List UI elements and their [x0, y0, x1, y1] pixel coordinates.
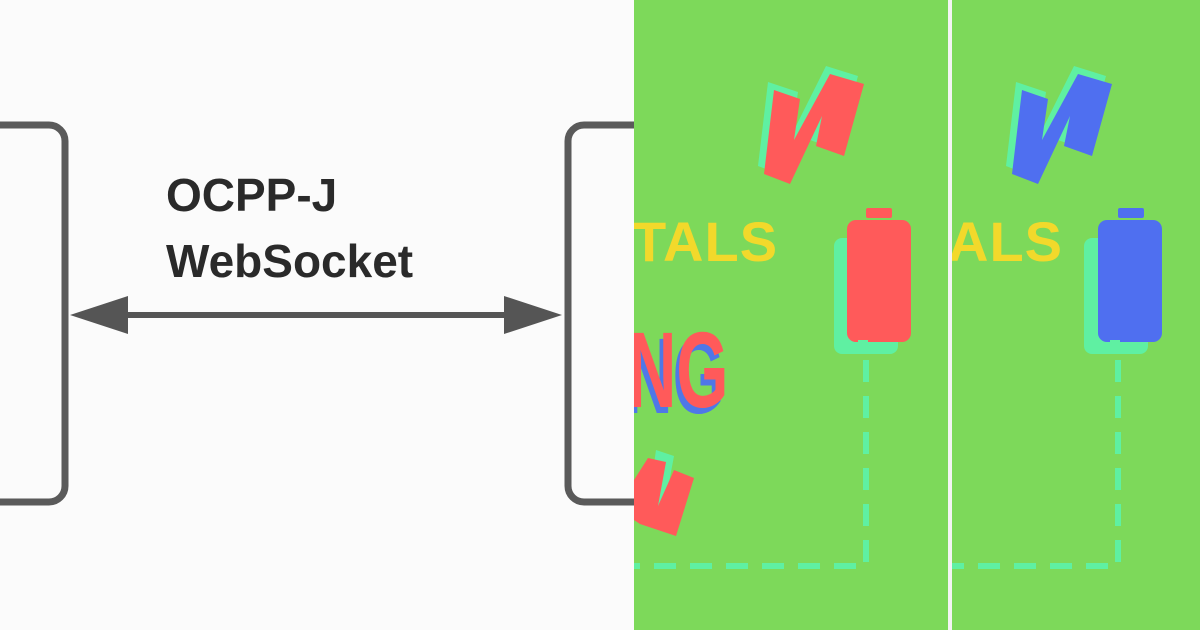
right-node-box — [564, 121, 634, 506]
right-arrowhead — [504, 296, 562, 334]
artwork-canvas-blue — [952, 66, 1162, 569]
left-arrowhead — [70, 296, 128, 334]
diagram-panel: OCPP-J WebSocket — [0, 121, 634, 506]
diagram-canvas — [0, 121, 634, 506]
battery-icon — [847, 220, 911, 342]
headline-fragment-red: TALS — [634, 210, 779, 273]
lightning-bolt-icon — [1012, 74, 1112, 184]
dashed-cable — [634, 360, 869, 569]
battery-terminal — [1118, 208, 1144, 218]
battery-terminal — [866, 208, 892, 218]
protocol-label-line2: WebSocket — [166, 235, 414, 287]
title-fragment-red: NG — [634, 309, 729, 430]
cable-plug — [1110, 340, 1120, 354]
artwork-panel-blue: ALS — [952, 0, 1200, 630]
lightning-bolt-icon — [764, 74, 864, 184]
headline-fragment-blue: ALS — [952, 210, 1063, 273]
cable-plug — [858, 340, 868, 354]
lightning-bolt-fragment — [634, 458, 694, 536]
panel-divider — [948, 0, 952, 630]
artwork-canvas-red — [634, 66, 911, 569]
battery-icon — [1098, 220, 1162, 342]
protocol-label-line1: OCPP-J — [166, 169, 338, 221]
left-node-box — [0, 121, 69, 506]
dashed-cable — [952, 360, 1121, 569]
artwork-panel-red: TALS NG — [634, 0, 948, 630]
